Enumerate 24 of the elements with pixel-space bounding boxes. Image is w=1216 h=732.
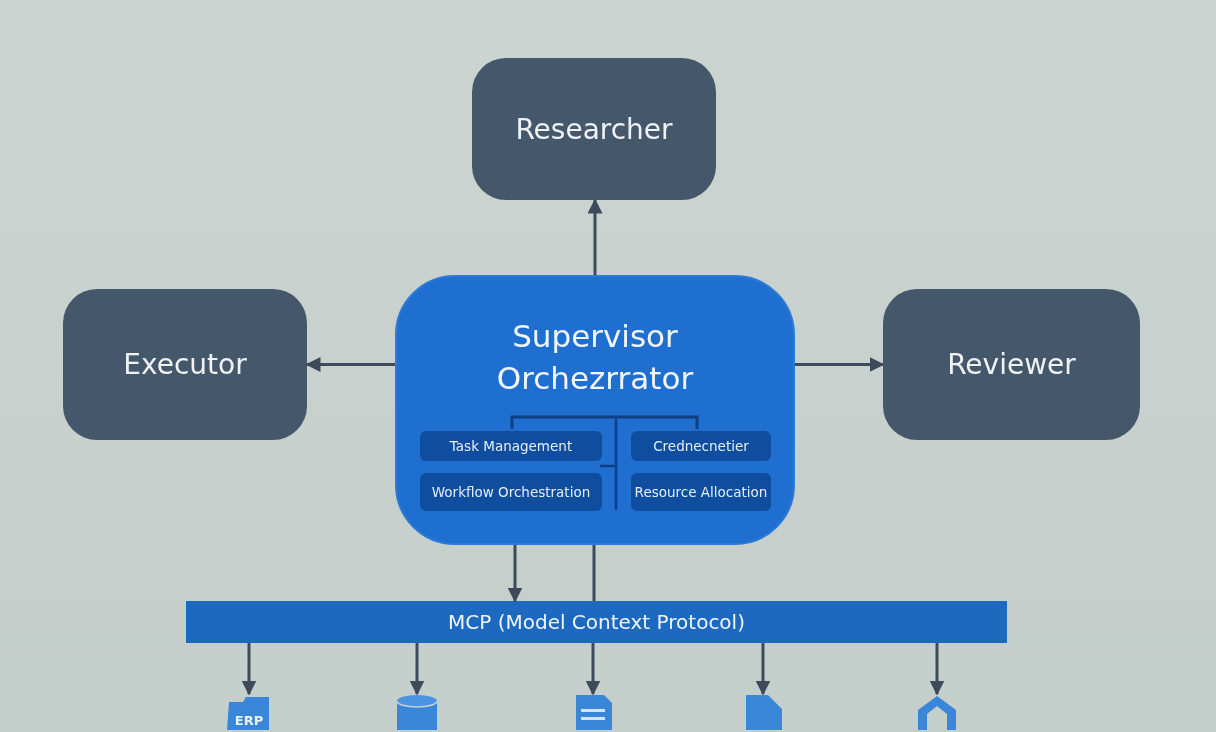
arrow	[507, 545, 523, 603]
supervisor-title: Supervisor Orchezrrator	[496, 318, 694, 396]
node-label: Reviewer	[947, 348, 1076, 381]
protocol-bar: MCP (Model Context Protocol)	[186, 601, 1007, 643]
arrow	[241, 643, 257, 696]
agent-box	[883, 289, 1140, 440]
module-box: Workflow Orchestration	[420, 473, 602, 511]
node-label: Executor	[123, 348, 247, 381]
arrow	[409, 643, 425, 696]
node-label: Researcher	[515, 112, 673, 146]
icon-label: ERP	[233, 713, 265, 728]
agent-box	[63, 289, 307, 440]
arrow	[305, 357, 395, 372]
module-box: Task Management	[420, 431, 602, 461]
supervisor-box	[395, 275, 795, 545]
arrow	[587, 198, 603, 275]
module-box: Crednecnetier	[631, 431, 771, 461]
arrow	[585, 643, 601, 696]
bracket-connector	[510, 415, 699, 429]
module-box: Resource Allocation	[631, 473, 771, 511]
agent-box	[472, 58, 716, 200]
arrow	[795, 357, 885, 372]
arrow	[755, 643, 771, 696]
arrow	[929, 643, 945, 696]
